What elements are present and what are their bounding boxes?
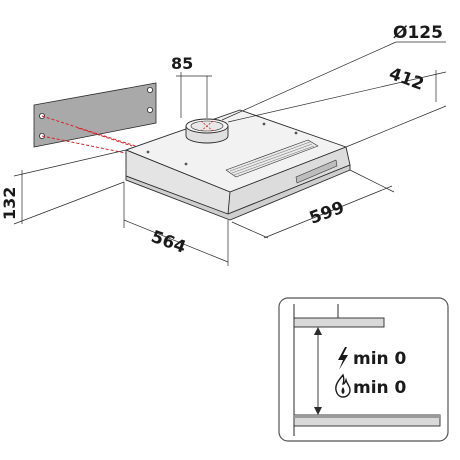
lightning-icon [338,347,348,370]
alignment-line [77,127,133,147]
mounting-plate [33,82,157,148]
ext-line-599 [349,169,395,193]
screw-icon [294,131,298,135]
cooktop-surface [294,415,440,418]
screw-icon [262,122,266,126]
flame-inner-icon [341,387,345,394]
screw-icon [184,162,188,166]
duct-center-mark [200,120,214,132]
duct-diameter-label: Ø125 [393,23,443,43]
screw-hole-icon [146,107,153,114]
width-label: 599 [307,198,347,229]
flame-icon [335,373,351,398]
depth-front-label: 564 [148,227,188,258]
gas-clearance-label: min 0 [353,378,407,398]
ext-line-412 [345,105,447,148]
hood-shelf [293,317,385,328]
screw-hole-icon [146,87,153,94]
duct-offset-label: 85 [171,54,193,73]
wall-mounting-plate [33,82,157,148]
dim-line-564 [123,219,229,263]
clearance-inset: min 0 min 0 [278,297,449,442]
electric-clearance-label: min 0 [353,349,407,369]
height-label: 132 [0,187,19,220]
ext-line-132 [13,149,127,177]
ext-line-132 [13,181,125,225]
ext-line-599 [231,221,269,239]
screw-icon [146,150,150,154]
vent-slots [229,141,315,176]
leader-diameter [221,41,397,121]
dim-line-599 [263,185,393,239]
dimension-lines [13,41,447,266]
ext-line-412 [227,71,447,123]
arrow-down-icon [314,407,322,415]
duct-collar [185,118,229,144]
control-panel [295,159,338,184]
arrow-up-icon [314,327,322,335]
alignment-line [41,115,149,151]
cooker-hood [125,109,351,221]
depth-label: 412 [386,64,426,95]
